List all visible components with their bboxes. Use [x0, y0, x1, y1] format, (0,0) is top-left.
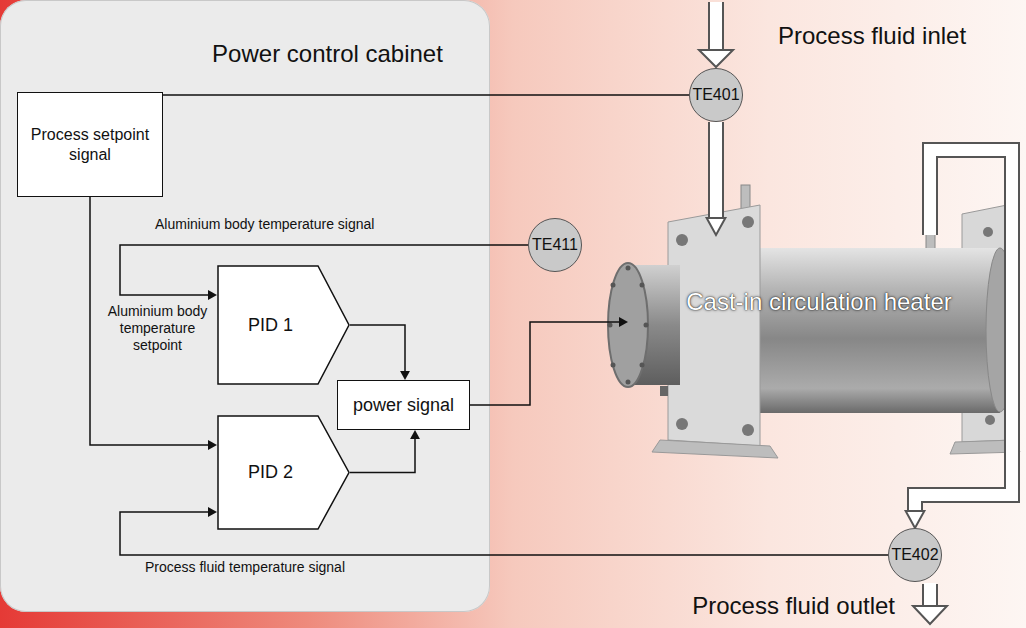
pid-block: PID 1: [217, 265, 350, 385]
signal-line: [350, 325, 410, 380]
signal-line: [90, 197, 217, 450]
signal-line: [85, 92, 689, 101]
signal-line: [120, 245, 528, 300]
flow-label: Process fluid inlet: [778, 22, 966, 51]
node-label: PID 1: [248, 314, 293, 337]
node-label: power signal: [353, 394, 454, 417]
sensor-circle: TE411: [528, 218, 582, 272]
node-label: TE401: [692, 85, 739, 105]
process-box: power signal: [337, 380, 470, 430]
node-label: Cast-in circulation heater: [686, 287, 951, 317]
sensor-circle: TE401: [689, 68, 743, 122]
node-label: Process setpoint signal: [26, 125, 154, 165]
node-label: PID 2: [248, 461, 293, 484]
signal-label: Process fluid temperature signal: [145, 559, 345, 576]
signal-line: [470, 317, 628, 405]
signal-line: [350, 430, 420, 473]
setpoint-label: Aluminium body temperature setpoint: [100, 303, 215, 353]
node-label: TE411: [532, 235, 578, 255]
signal-line: [120, 507, 888, 555]
cabinet-panel: Power control cabinetProcess setpoint si…: [0, 0, 490, 612]
node-label: TE402: [891, 545, 938, 565]
pid-block: PID 2: [217, 415, 350, 530]
flow-label: Process fluid outlet: [640, 592, 895, 621]
panel-title: Power control cabinet: [175, 40, 480, 68]
process-box: Process setpoint signal: [17, 92, 163, 197]
flow-arrow: [707, 122, 726, 235]
flow-arrow: [906, 150, 1012, 528]
heater-body: Cast-in circulation heater: [628, 235, 1010, 440]
signal-label: Aluminium body temperature signal: [155, 216, 374, 233]
sensor-circle: TE402: [888, 528, 942, 582]
